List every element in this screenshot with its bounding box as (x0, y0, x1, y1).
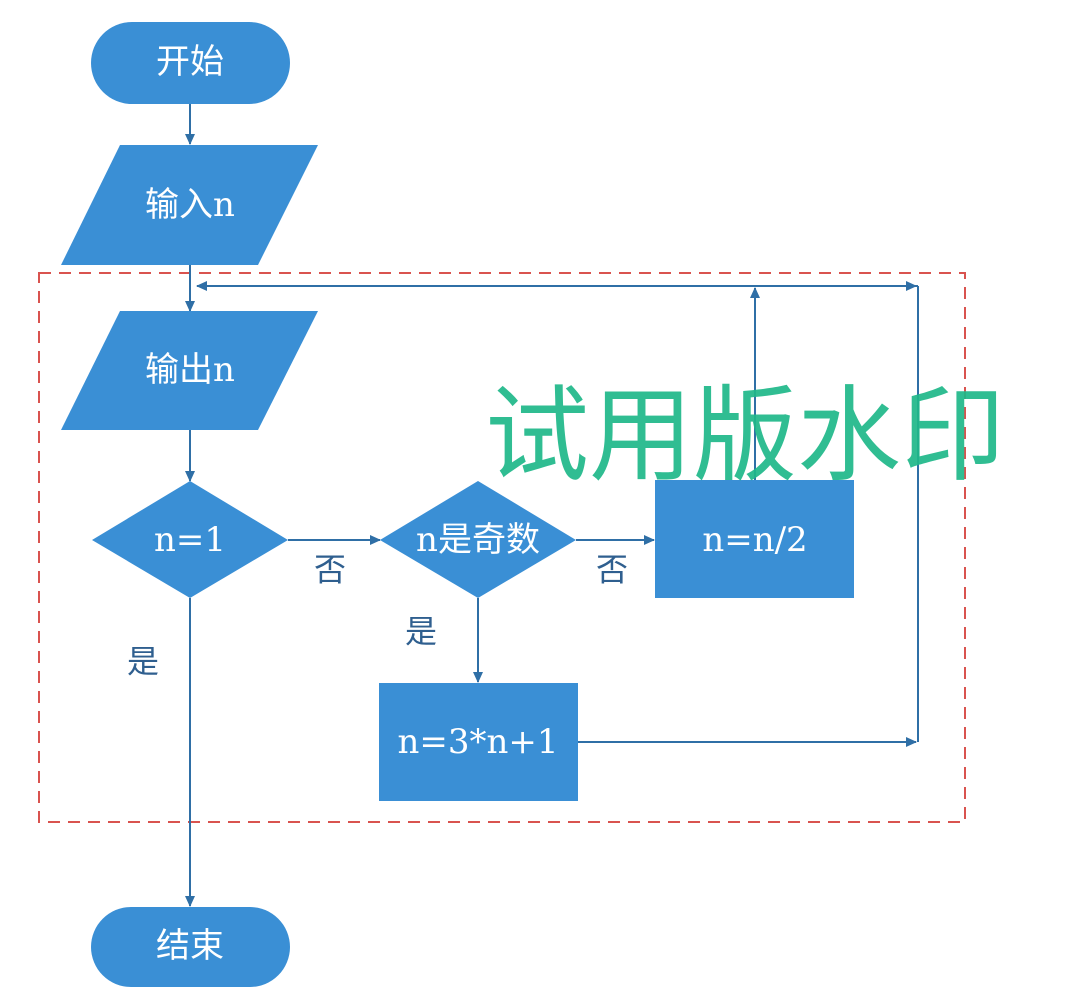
start-label: 开始 (156, 42, 224, 82)
end-label: 结束 (156, 926, 224, 966)
output-parallelogram (61, 311, 318, 430)
loop-region-box (38, 272, 966, 823)
decision-eq-one (92, 481, 288, 598)
decision-is-odd-label: n是奇数 (416, 520, 540, 560)
output-label: 输出n (145, 350, 235, 390)
input-label: 输入n (145, 185, 235, 225)
decision-eq-one-label: n=1 (154, 520, 226, 560)
process-halve-label: n=n/2 (702, 520, 807, 560)
process-triple (379, 683, 578, 801)
decision-is-odd (380, 481, 576, 598)
trial-watermark: 试用版水印 (485, 374, 1005, 496)
start-terminal (91, 22, 290, 104)
process-triple-label: n=3*n+1 (397, 722, 558, 762)
branch-label-yes-eq-one: 是 (127, 643, 159, 681)
branch-label-yes-is-odd: 是 (405, 613, 437, 651)
input-parallelogram (61, 145, 318, 265)
end-terminal (91, 907, 290, 987)
branch-label-no-is-odd: 否 (596, 551, 628, 589)
process-halve (655, 480, 854, 598)
branch-label-no-eq-one: 否 (314, 551, 346, 589)
connectors (185, 104, 919, 907)
